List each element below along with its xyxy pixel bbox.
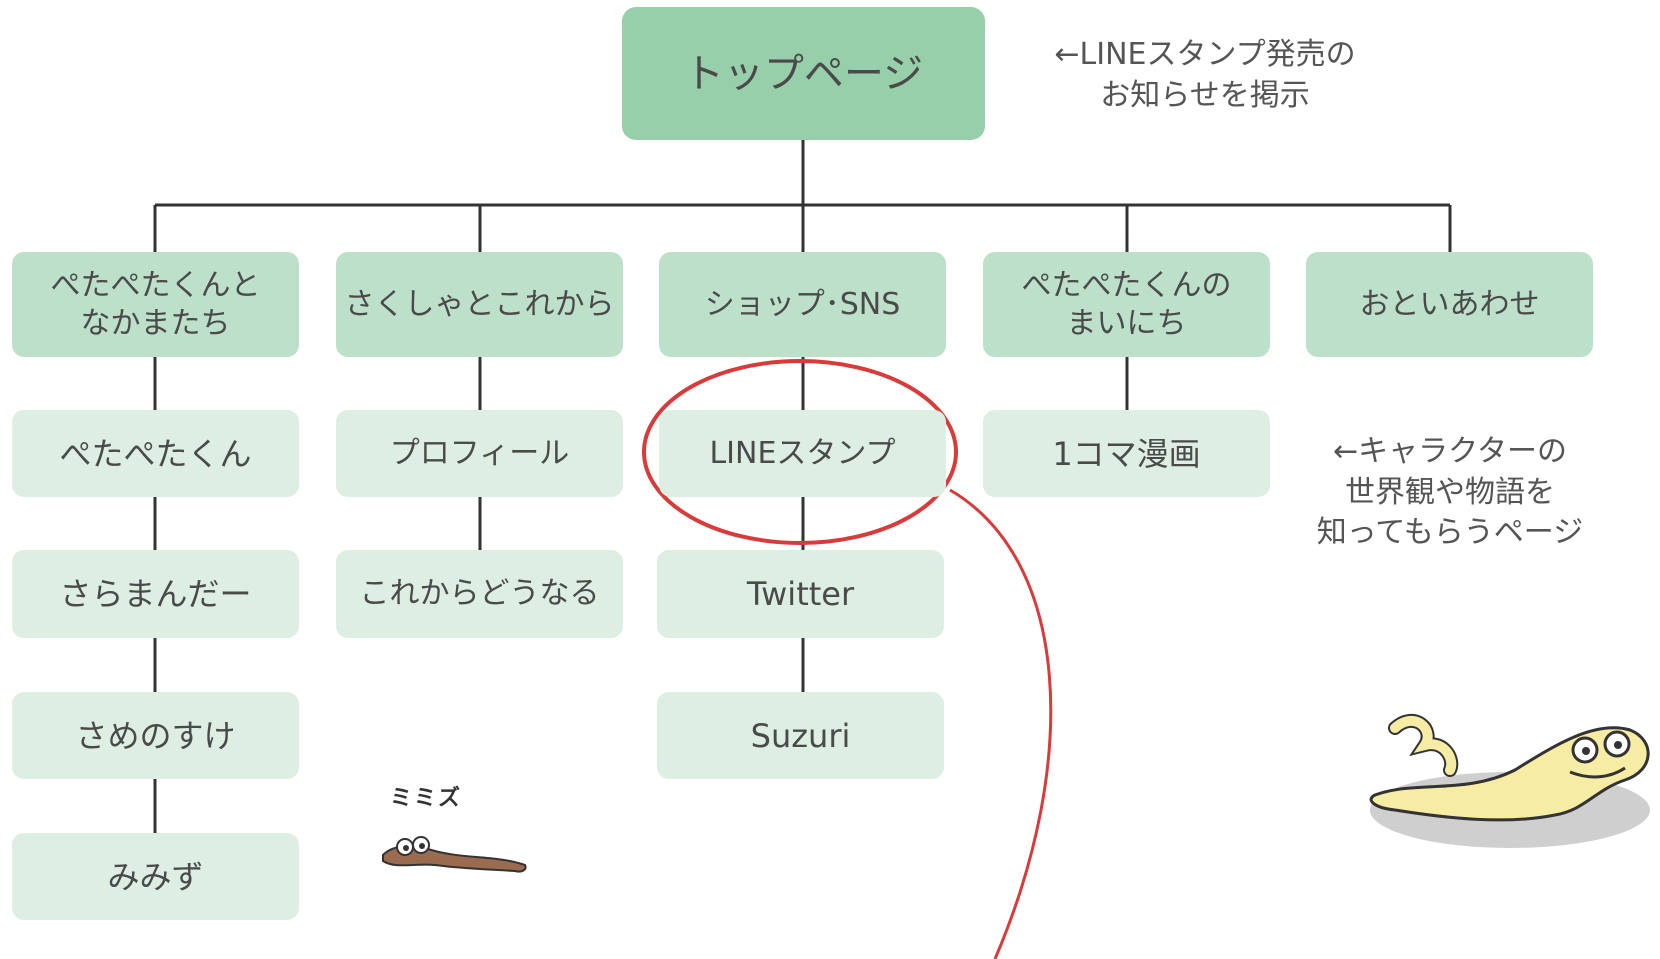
node-twitter[interactable]: Twitter (657, 550, 944, 638)
node-label: 1コマ漫画 (1052, 434, 1201, 473)
node-label: さらまんだー (59, 575, 252, 613)
node-petapetakun[interactable]: ぺたぺたくん (12, 410, 299, 497)
node-profile[interactable]: プロフィール (336, 410, 623, 497)
node-one-panel-manga[interactable]: 1コマ漫画 (983, 410, 1270, 497)
category-label: おといあわせ (1359, 286, 1540, 322)
category-label: ぺたぺたくんの まいにち (1021, 268, 1232, 341)
salamander-illustration (1369, 714, 1650, 848)
category-contact[interactable]: おといあわせ (1306, 252, 1593, 357)
category-shop-sns[interactable]: ショップ･SNS (659, 252, 946, 357)
top-page-node[interactable]: トップページ (622, 7, 985, 140)
node-mimizu[interactable]: みみず (12, 833, 299, 920)
node-label: みみず (107, 857, 204, 896)
node-samenosuke[interactable]: さめのすけ (12, 692, 299, 779)
node-label: LINEスタンプ (709, 435, 896, 471)
character-note: ←キャラクターの 世界観や物語を 知ってもらうページ (1316, 434, 1584, 550)
category-label: ショップ･SNS (704, 286, 901, 322)
category-daily[interactable]: ぺたぺたくんの まいにち (983, 252, 1270, 357)
category-label: ぺたぺたくんと なかまたち (50, 268, 261, 341)
node-line-stamp[interactable]: LINEスタンプ (659, 410, 946, 497)
node-label: Suzuri (750, 716, 851, 755)
category-characters[interactable]: ぺたぺたくんと なかまたち (12, 252, 299, 357)
highlight-circle (642, 359, 958, 545)
node-label: Twitter (746, 575, 855, 613)
node-salamander[interactable]: さらまんだー (12, 550, 299, 638)
node-label: さめのすけ (75, 716, 236, 755)
mimizu-caption: ミミズ (390, 786, 463, 811)
node-label: ぺたぺたくん (59, 434, 252, 473)
node-future[interactable]: これからどうなる (336, 550, 623, 638)
node-label: これからどうなる (359, 576, 600, 612)
node-label: プロフィール (389, 435, 570, 471)
category-label: さくしゃとこれから (344, 286, 615, 322)
mimizu-illustration (382, 836, 527, 873)
top-page-note: ←LINEスタンプ発売の お知らせを掲示 (1054, 37, 1356, 113)
highlight-pointer-line (949, 488, 1053, 959)
node-suzuri[interactable]: Suzuri (657, 692, 944, 779)
top-page-label: トップページ (683, 50, 924, 97)
category-author[interactable]: さくしゃとこれから (336, 252, 623, 357)
